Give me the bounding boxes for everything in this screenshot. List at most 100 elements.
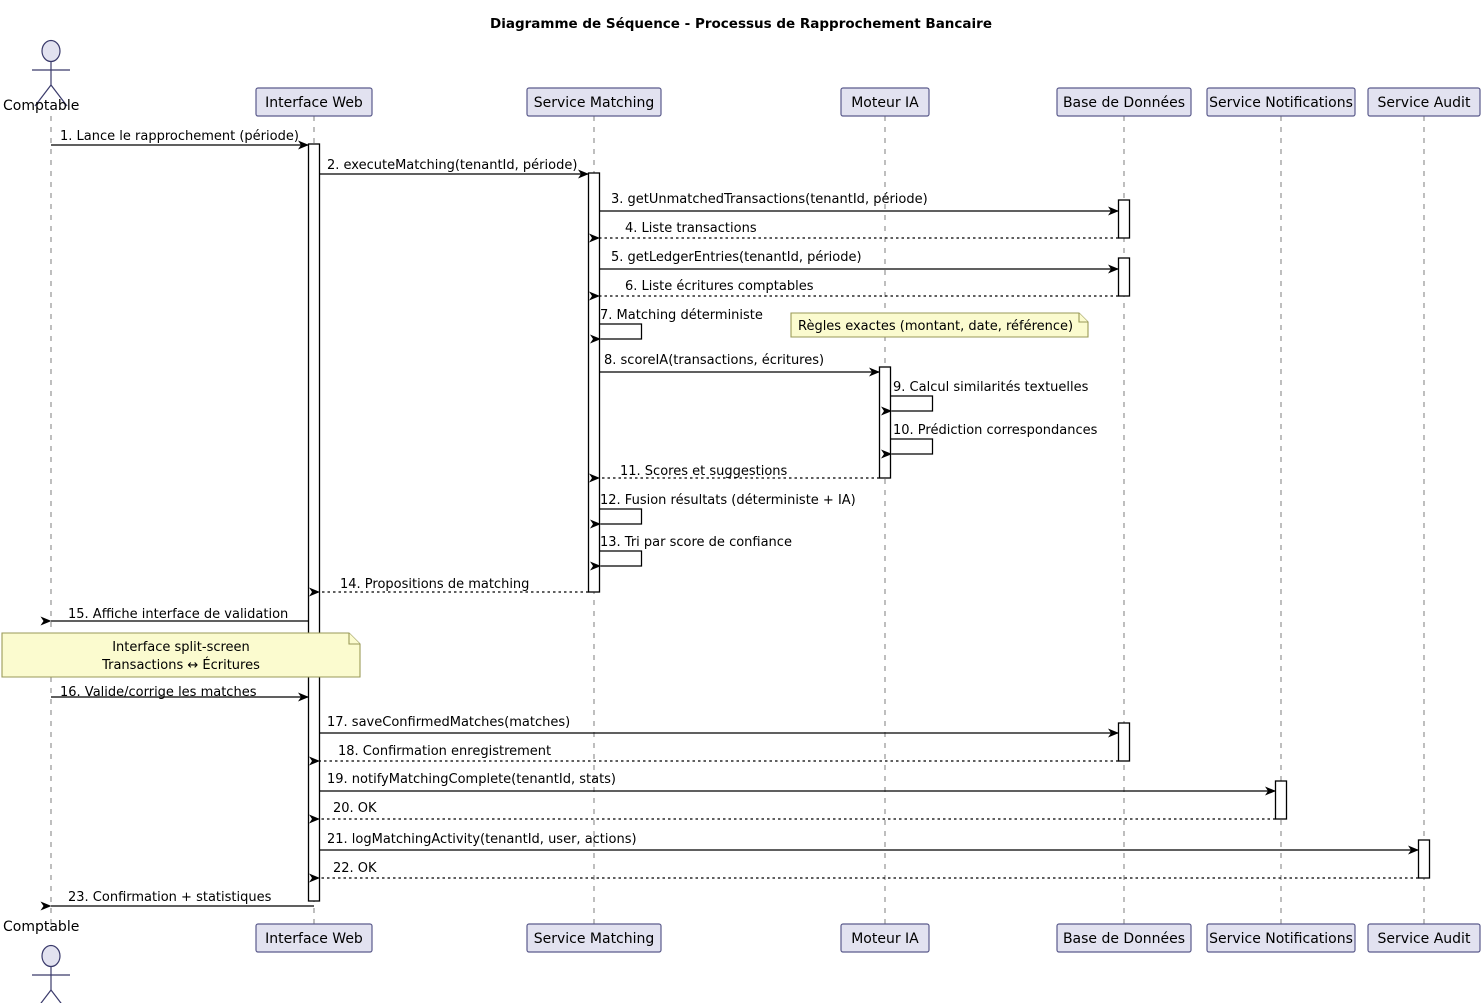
message-label: 3. getUnmatchedTransactions(tenantId, pé… — [611, 192, 928, 207]
message-label: 19. notifyMatchingComplete(tenantId, sta… — [327, 772, 616, 787]
participant-base-de-donnees-bottom[interactable]: Base de Données — [1056, 923, 1192, 953]
message-22[interactable]: 22. OK — [309, 861, 1419, 883]
participant-label-service-audit: Service Audit — [1378, 931, 1471, 947]
message-20[interactable]: 20. OK — [309, 801, 1276, 824]
message-7[interactable]: 7. Matching déterministe — [590, 308, 763, 344]
self-message-loop — [590, 550, 643, 571]
message-label: 22. OK — [333, 861, 377, 876]
message-label: 9. Calcul similarités textuelles — [893, 380, 1089, 395]
participant-label-service-notifications: Service Notifications — [1209, 95, 1353, 111]
participant-label-base-de-donnees: Base de Données — [1063, 931, 1185, 947]
note-fold-corner — [1078, 313, 1088, 323]
self-message-loop — [590, 323, 643, 344]
participant-box — [255, 923, 373, 953]
participant-service-notifications-top[interactable]: Service Notifications — [1206, 87, 1356, 117]
participant-moteur-ia-top[interactable]: Moteur IA — [840, 87, 930, 117]
activations-layer — [307, 143, 1431, 902]
actor-head-icon — [41, 944, 61, 968]
note-line: Interface split-screen — [112, 640, 250, 655]
activation-bar-audit — [1417, 839, 1431, 879]
activation-bar-db — [1117, 257, 1131, 297]
message-label: 23. Confirmation + statistiques — [68, 890, 272, 905]
message-label: 8. scoreIA(transactions, écritures) — [604, 353, 824, 368]
note-regles: Règles exactes (montant, date, référence… — [790, 312, 1089, 338]
activation-bar-db — [1117, 199, 1131, 239]
actor-leg-left-icon — [34, 84, 52, 107]
message-14[interactable]: 14. Propositions de matching — [309, 577, 589, 597]
message-2[interactable]: 2. executeMatching(tenantId, période) — [319, 158, 589, 179]
participant-label-service-matching: Service Matching — [534, 95, 655, 111]
participant-interface-web-bottom[interactable]: Interface Web — [255, 923, 373, 953]
message-label: 12. Fusion résultats (déterministe + IA) — [600, 493, 856, 508]
actor-label-comptable: Comptable — [3, 98, 79, 114]
message-6[interactable]: 6. Liste écritures comptables — [589, 279, 1119, 301]
message-1[interactable]: 1. Lance le rapprochement (période) — [51, 129, 309, 150]
message-label: 15. Affiche interface de validation — [68, 607, 288, 622]
message-9[interactable]: 9. Calcul similarités textuelles — [881, 380, 1089, 416]
participant-label-service-notifications: Service Notifications — [1209, 931, 1353, 947]
message-label: 11. Scores et suggestions — [620, 464, 788, 479]
participant-box — [526, 87, 662, 117]
message-12[interactable]: 12. Fusion résultats (déterministe + IA) — [590, 493, 856, 529]
actor-leg-right-icon — [50, 989, 62, 1003]
message-8[interactable]: 8. scoreIA(transactions, écritures) — [599, 353, 880, 377]
participant-label-interface-web: Interface Web — [265, 931, 363, 947]
self-message-loop — [590, 508, 643, 529]
message-label: 7. Matching déterministe — [600, 308, 763, 323]
message-label: 17. saveConfirmedMatches(matches) — [327, 715, 570, 730]
participant-service-matching-bottom[interactable]: Service Matching — [526, 923, 662, 953]
message-label: 13. Tri par score de confiance — [600, 535, 792, 550]
participant-box — [255, 87, 373, 117]
participant-box — [1056, 87, 1192, 117]
activation-bar-ia — [878, 366, 892, 479]
message-17[interactable]: 17. saveConfirmedMatches(matches) — [319, 715, 1119, 738]
note-fold-corner — [348, 633, 360, 645]
participant-box — [1056, 923, 1192, 953]
message-label: 21. logMatchingActivity(tenantId, user, … — [327, 832, 637, 847]
participant-service-matching-top[interactable]: Service Matching — [526, 87, 662, 117]
note-body — [790, 312, 1089, 338]
message-3[interactable]: 3. getUnmatchedTransactions(tenantId, pé… — [599, 192, 1119, 216]
participant-label-moteur-ia: Moteur IA — [851, 931, 919, 947]
participant-service-audit-top[interactable]: Service Audit — [1367, 87, 1481, 117]
activation-bar-notif — [1274, 780, 1288, 820]
participant-label-moteur-ia: Moteur IA — [851, 95, 919, 111]
message-label: 4. Liste transactions — [625, 221, 757, 236]
participant-box — [1206, 87, 1356, 117]
actor-leg-left-icon — [40, 989, 52, 1003]
participant-moteur-ia-bottom[interactable]: Moteur IA — [840, 923, 930, 953]
message-18[interactable]: 18. Confirmation enregistrement — [309, 744, 1119, 766]
participant-label-base-de-donnees: Base de Données — [1063, 95, 1185, 111]
message-13[interactable]: 13. Tri par score de confiance — [590, 535, 792, 571]
participant-label-service-audit: Service Audit — [1378, 95, 1471, 111]
self-message-loop — [881, 438, 934, 459]
message-5[interactable]: 5. getLedgerEntries(tenantId, période) — [599, 250, 1119, 274]
message-19[interactable]: 19. notifyMatchingComplete(tenantId, sta… — [319, 772, 1276, 796]
message-10[interactable]: 10. Prédiction correspondances — [881, 423, 1098, 459]
message-16[interactable]: 16. Valide/corrige les matches — [51, 685, 309, 702]
message-11[interactable]: 11. Scores et suggestions — [589, 464, 880, 483]
participant-label-interface-web: Interface Web — [265, 95, 363, 111]
note-line: Règles exactes (montant, date, référence… — [798, 319, 1073, 334]
message-23[interactable]: 23. Confirmation + statistiques — [40, 890, 314, 911]
note-line: Transactions ↔ Écritures — [101, 657, 260, 673]
activation-bar-match — [587, 172, 601, 593]
message-label: 20. OK — [333, 801, 377, 816]
participant-service-notifications-bottom[interactable]: Service Notifications — [1206, 923, 1356, 953]
participant-box — [1206, 923, 1356, 953]
message-21[interactable]: 21. logMatchingActivity(tenantId, user, … — [319, 832, 1419, 855]
actor-comptable-bottom[interactable]: Comptable — [3, 919, 79, 1003]
activation-bar-web — [307, 143, 321, 902]
participant-service-audit-bottom[interactable]: Service Audit — [1367, 923, 1481, 953]
message-label: 10. Prédiction correspondances — [893, 423, 1098, 438]
message-15[interactable]: 15. Affiche interface de validation — [40, 607, 309, 626]
participant-interface-web-top[interactable]: Interface Web — [255, 87, 373, 117]
message-label: 2. executeMatching(tenantId, période) — [327, 158, 577, 173]
participant-base-de-donnees-top[interactable]: Base de Données — [1056, 87, 1192, 117]
actor-comptable-top[interactable]: Comptable — [3, 39, 79, 115]
message-4[interactable]: 4. Liste transactions — [589, 221, 1119, 243]
